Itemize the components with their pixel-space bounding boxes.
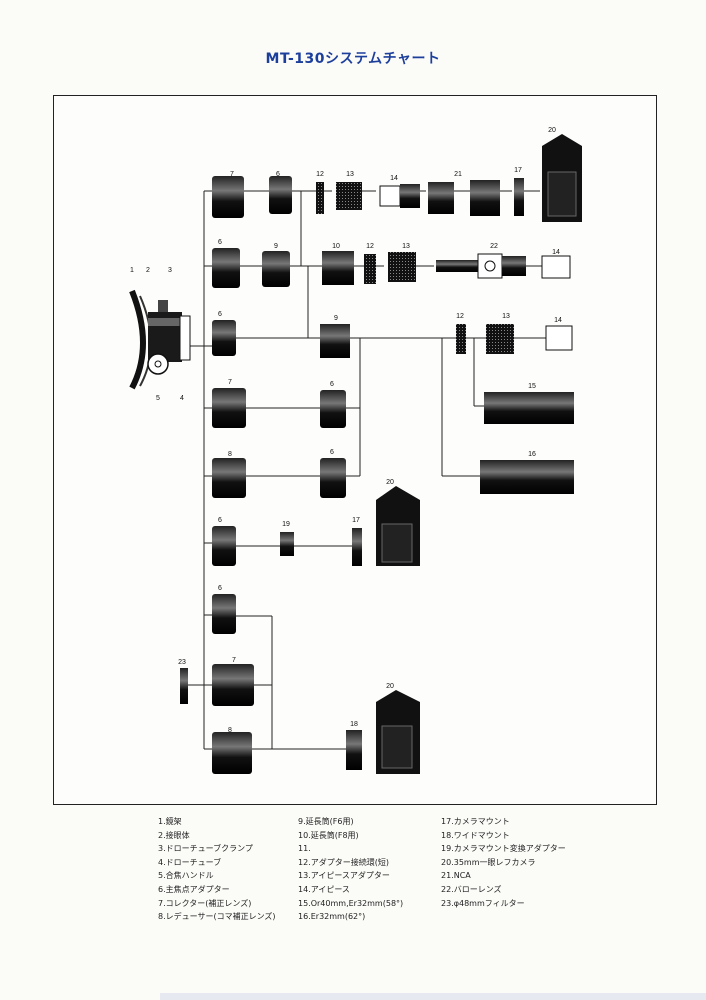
legend-item: 20.35mm一眼レフカメラ [441,857,536,867]
callout-22: 22 [490,243,498,250]
legend-item: 14.アイピース [298,884,350,894]
callout-20a: 20 [548,127,556,134]
system-diagram: 1 2 3 4 5 7 6 12 13 14 21 17 20 6 9 10 1… [129,127,582,774]
legend-item: 12.アダプター接続環(短) [298,857,389,867]
legend-item: 13.アイピースアダプター [298,871,390,881]
callout-17b: 17 [352,517,360,524]
callout-4: 4 [180,395,184,402]
component-camera-mount [514,178,524,216]
component-adapter-ring [316,182,324,214]
component-eyepiece-adapter [336,182,362,210]
component-barlow-lens [436,260,478,272]
legend-item: 2.接眼体 [158,830,190,840]
component-wide-mount [346,730,362,770]
callout-18: 18 [350,721,358,728]
component-filter [180,668,188,704]
callout-7c: 7 [232,657,236,664]
legend-item: 15.Or40mm,Er32mm(58°) [298,898,404,908]
connection-lines [185,190,546,750]
callout-21: 21 [454,171,462,178]
callout-6b: 6 [218,239,222,246]
focuser-assembly [129,289,191,390]
legend-item: 16.Er32mm(62°) [298,912,366,922]
callout-23: 23 [178,659,186,666]
system-chart-frame: 1 2 3 4 5 7 6 12 13 14 21 17 20 6 9 10 1… [53,95,657,805]
legend-item: 4.ドローチューブ [158,857,222,867]
legend-item: 7.コレクター(補正レンズ) [158,898,252,908]
callout-6g: 6 [218,585,222,592]
callout-6f: 6 [218,517,222,524]
legend-item: 6.主焦点アダプター [158,884,230,894]
legend-item: 21.NCA [441,871,471,881]
callout-13c: 13 [502,313,510,320]
callout-14b: 14 [552,249,560,256]
component-extension-tube-f6 [262,251,290,287]
callout-12b: 12 [366,243,374,250]
callout-15: 15 [528,383,536,390]
legend-item: 9.延長筒(F6用) [298,817,354,826]
callout-3: 3 [168,267,172,274]
legend-item: 18.ワイドマウント [441,830,510,840]
callout-2: 2 [146,267,150,274]
legend-item: 22.バローレンズ [441,884,502,894]
callout-10: 10 [332,243,340,250]
callout-20b: 20 [386,479,394,486]
callout-9b: 9 [334,315,338,322]
component-prime-focus-adapter [269,176,292,214]
legend-item: 19.カメラマウント変換アダプター [441,844,566,854]
legend-item: 11. [298,844,311,854]
legend-column-3: 17.カメラマウント 18.ワイドマウント 19.カメラマウント変換アダプター … [441,815,566,910]
callout-8a: 8 [228,451,232,458]
callout-13a: 13 [346,171,354,178]
chart-title: MT-130システムチャート [265,51,441,67]
callout-5: 5 [156,395,160,402]
component-reducer [212,458,246,498]
legend-item: 1.鏡架 [158,817,182,826]
legend-item: 23.φ48mmフィルター [441,898,525,908]
legend-item: 8.レデューサー(コマ補正レンズ) [158,912,276,922]
callout-6e: 6 [330,449,334,456]
legend-item: 3.ドローチューブクランプ [158,844,253,854]
callout-17a: 17 [514,167,522,174]
callout-20c: 20 [386,683,394,690]
component-eyepiece-or40 [484,392,574,424]
callout-9a: 9 [274,243,278,250]
component-eyepiece-er32 [480,460,574,494]
callout-14c: 14 [554,317,562,324]
callout-14a: 14 [390,175,398,182]
legend-item: 17.カメラマウント [441,817,510,826]
callout-6d: 6 [330,381,334,388]
callout-16: 16 [528,451,536,458]
components [180,134,582,774]
component-nca [428,182,454,214]
component-mount-converter [280,532,294,556]
callout-8b: 8 [228,727,232,734]
callout-7a: 7 [230,171,234,178]
component-eyepiece [379,185,401,207]
callout-7b: 7 [228,379,232,386]
legend-item: 5.合焦ハンドル [158,871,214,881]
legend-item: 10.延長筒(F8用) [298,830,359,840]
legend-column-2: 9.延長筒(F6用) 10.延長筒(F8用) 11. 12.アダプター接続環(短… [298,815,403,924]
callout-1: 1 [130,267,134,274]
page-edge-strip [160,993,706,1000]
callout-6c: 6 [218,311,222,318]
callout-13b: 13 [402,243,410,250]
component-extension-tube-f8 [322,251,354,285]
callout-19: 19 [282,521,290,528]
callout-12c: 12 [456,313,464,320]
callout-12a: 12 [316,171,324,178]
callout-6a: 6 [276,171,280,178]
component-collector-lens [212,176,244,218]
legend-column-1: 1.鏡架 2.接眼体 3.ドローチューブクランプ 4.ドローチューブ 5.合焦ハ… [158,815,276,924]
